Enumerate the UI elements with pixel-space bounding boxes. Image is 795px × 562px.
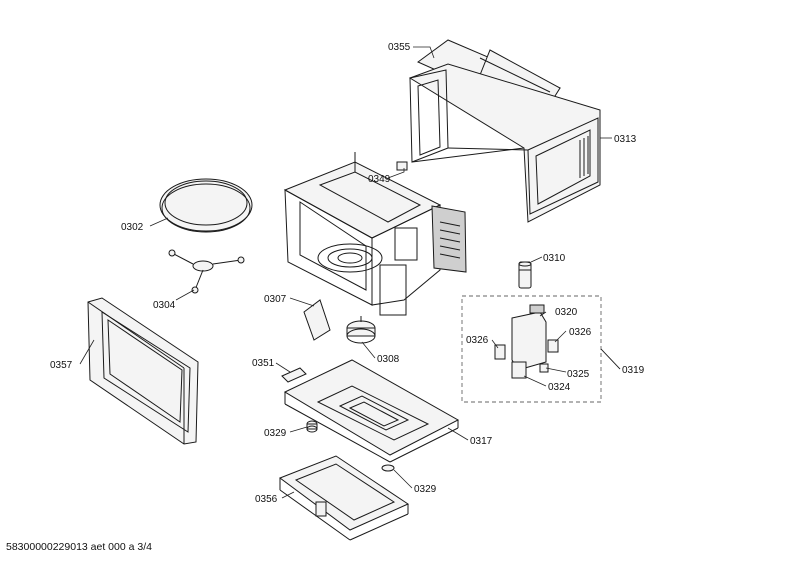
label-0307: 0307 xyxy=(264,294,287,305)
label-0319: 0319 xyxy=(622,365,645,376)
label-0356: 0356 xyxy=(255,494,278,505)
document-footer: 58300000229013 aet 000 a 3/4 xyxy=(6,541,152,553)
label-0349: 0349 xyxy=(368,174,391,185)
part-0302-turntable xyxy=(159,178,253,233)
oven-cavity-chassis xyxy=(283,152,467,316)
label-0324: 0324 xyxy=(548,382,571,393)
part-0313-outer-housing xyxy=(408,63,601,223)
label-0304: 0304 xyxy=(153,300,176,311)
part-0304-roller-ring xyxy=(168,249,245,294)
part-0329-foot-b xyxy=(381,464,395,472)
leader-lines xyxy=(79,46,621,499)
label-0351: 0351 xyxy=(252,358,275,369)
part-0308-motor xyxy=(346,316,376,344)
label-0320: 0320 xyxy=(555,307,578,318)
label-0329-left: 0329 xyxy=(264,428,287,439)
label-0310: 0310 xyxy=(543,253,566,264)
label-0326-left: 0326 xyxy=(466,335,489,346)
part-0317-base-plate xyxy=(283,359,460,463)
label-0325: 0325 xyxy=(567,369,590,380)
label-0313: 0313 xyxy=(614,134,637,145)
part-0307-mica-plate xyxy=(303,299,331,341)
part-0356-bottom-frame xyxy=(278,455,410,541)
part-0329-foot-a xyxy=(306,420,318,433)
label-0308: 0308 xyxy=(377,354,400,365)
part-0326-switch xyxy=(494,339,559,360)
label-0302: 0302 xyxy=(121,222,144,233)
label-0357: 0357 xyxy=(50,360,73,371)
label-0317: 0317 xyxy=(470,436,493,447)
label-0355: 0355 xyxy=(388,42,411,53)
part-0357-door xyxy=(87,297,199,445)
part-0349-connector xyxy=(396,161,408,171)
part-0324-switch xyxy=(511,361,527,379)
label-0326-right: 0326 xyxy=(569,327,592,338)
part-0351-bracket xyxy=(281,367,307,383)
part-0310-fuse-holder xyxy=(518,261,532,289)
part-0320-switch-bracket xyxy=(511,304,547,371)
label-0329-right: 0329 xyxy=(414,484,437,495)
